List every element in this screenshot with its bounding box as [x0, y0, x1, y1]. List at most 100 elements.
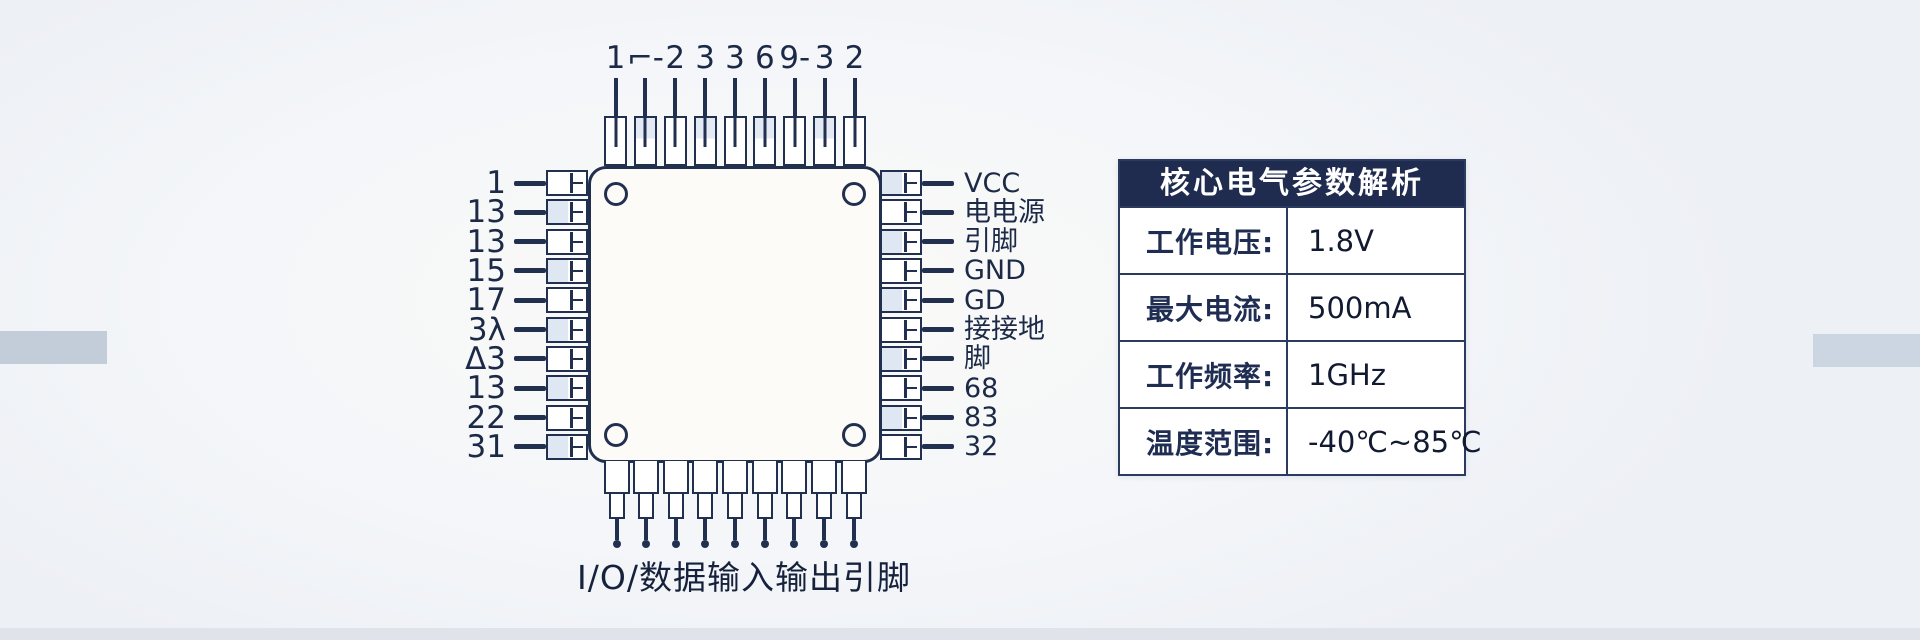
- pin-lead-line: [922, 298, 954, 303]
- pin-lead-line: [514, 298, 546, 303]
- top-pin-number: 3: [725, 38, 745, 78]
- bottom-pin: [662, 461, 689, 548]
- pin-pad: [546, 170, 588, 196]
- right-pin: 电电源: [880, 199, 1130, 225]
- pin-pad: [664, 116, 687, 166]
- right-pin-label: GND: [954, 257, 1026, 284]
- pin-stem: [823, 78, 827, 116]
- pin-step-outer: [752, 461, 778, 494]
- top-pin: 3: [723, 38, 748, 166]
- bottom-pin: [603, 461, 630, 548]
- right-pin-label: 接接地: [954, 316, 1045, 343]
- left-pin: 3λ: [462, 317, 588, 343]
- pin-stem: [614, 78, 618, 116]
- pin-pad: [880, 405, 922, 431]
- pin-pad: [880, 229, 922, 255]
- pin-lead-line: [922, 210, 954, 215]
- bottom-pin: [722, 461, 749, 548]
- top-pin-number: 2: [845, 38, 865, 78]
- left-pin: 1: [462, 170, 588, 196]
- pin-lead-line: [922, 356, 954, 361]
- pin-lead-line: [922, 239, 954, 244]
- parameter-label: 工作电压:: [1120, 208, 1288, 273]
- parameter-value: 1.8V: [1288, 208, 1464, 273]
- chip-corner-marker: [604, 423, 628, 447]
- left-pin: Δ3: [462, 346, 588, 372]
- bottom-pin: [751, 461, 778, 548]
- pin-lead-line: [514, 268, 546, 273]
- pin-pad: [783, 116, 806, 166]
- right-pin: 接接地: [880, 317, 1130, 343]
- left-pin: 31: [462, 434, 588, 460]
- pin-stem: [644, 519, 648, 540]
- pin-step-inner: [816, 494, 832, 519]
- pin-stem: [763, 78, 767, 116]
- top-pin: 1: [603, 38, 628, 166]
- right-pin-label: 68: [954, 375, 998, 402]
- pin-stem: [852, 519, 856, 540]
- bottom-pin: [840, 461, 867, 548]
- pin-tip-dot: [672, 540, 680, 548]
- pin-step-inner: [638, 494, 654, 519]
- pin-stem: [615, 519, 619, 540]
- pin-pad: [843, 116, 866, 166]
- pin-lead-line: [514, 415, 546, 420]
- pin-step-inner: [757, 494, 773, 519]
- pin-lead-line: [514, 327, 546, 332]
- right-pin: 68: [880, 375, 1130, 401]
- left-pin: 13: [462, 199, 588, 225]
- pin-pad: [753, 116, 776, 166]
- pin-step-outer: [663, 461, 689, 494]
- pin-tip-dot: [642, 540, 650, 548]
- pin-lead-line: [514, 356, 546, 361]
- chip-left-pins: 1131315173λΔ3132231: [462, 170, 588, 460]
- pin-step-inner: [727, 494, 743, 519]
- pin-stem: [703, 519, 707, 540]
- pin-lead-line: [922, 268, 954, 273]
- pin-pad: [546, 229, 588, 255]
- pin-pad: [813, 116, 836, 166]
- right-pin-label: 83: [954, 404, 998, 431]
- chip-top-pins: 1⌐-23369-32: [603, 38, 867, 166]
- top-pin-number: ⌐-: [627, 38, 664, 78]
- right-pin: VCC: [880, 170, 1130, 196]
- bottom-pin: [692, 461, 719, 548]
- pin-lead-line: [514, 386, 546, 391]
- right-pin: GND: [880, 258, 1130, 284]
- left-pin-number: 31: [467, 434, 514, 460]
- bottom-pin: [781, 461, 808, 548]
- pin-step-outer: [781, 461, 807, 494]
- parameter-value: -40℃~85℃: [1288, 409, 1482, 474]
- pin-tip-dot: [850, 540, 858, 548]
- bottom-pin: [633, 461, 660, 548]
- pin-stem: [853, 78, 857, 116]
- pin-stem: [733, 78, 737, 116]
- pin-lead-line: [514, 181, 546, 186]
- pin-step-inner: [697, 494, 713, 519]
- pin-lead-line: [514, 210, 546, 215]
- pin-stem: [643, 78, 647, 116]
- pin-step-outer: [722, 461, 748, 494]
- left-pin: 17: [462, 287, 588, 313]
- pin-step-outer: [633, 461, 659, 494]
- pin-stem: [674, 519, 678, 540]
- pin-tip-dot: [701, 540, 709, 548]
- parameter-label: 最大电流:: [1120, 275, 1288, 340]
- top-pin-number: 3: [815, 38, 835, 78]
- bottom-pin: [810, 461, 837, 548]
- left-pin-number: 1: [468, 170, 514, 196]
- top-pin: 2: [663, 38, 688, 166]
- left-pin: 13: [462, 375, 588, 401]
- parameter-table-title: 核心电气参数解析: [1120, 161, 1464, 206]
- left-pin: 15: [462, 258, 588, 284]
- pin-step-outer: [692, 461, 718, 494]
- left-pin-number: 13: [467, 199, 514, 225]
- left-pin-number: 3λ: [468, 317, 514, 343]
- right-pin: 83: [880, 405, 1130, 431]
- pin-pad: [546, 434, 588, 460]
- top-pin: 6: [752, 38, 777, 166]
- right-pin-label: 引脚: [954, 228, 1018, 255]
- pin-step-outer: [811, 461, 837, 494]
- pin-pad: [880, 170, 922, 196]
